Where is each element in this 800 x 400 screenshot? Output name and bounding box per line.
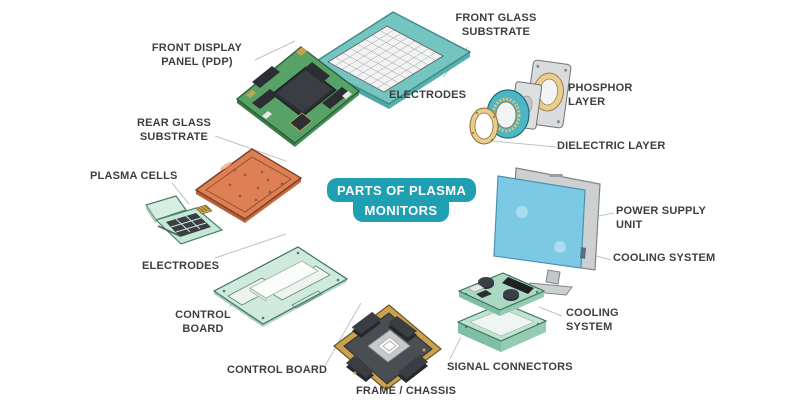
plasma-cells-illustration [145, 195, 224, 245]
cooling-vent [580, 247, 586, 259]
label-plasma-cells: PLASMA CELLS [90, 170, 178, 182]
connector-bar [502, 277, 534, 294]
frame-chassis-illustration [333, 304, 442, 391]
title-line-1: PARTS OF PLASMA [327, 178, 477, 202]
label-frame-chassis: FRAME / CHASSIS [356, 385, 457, 397]
label-electrodes-top: ELECTRODES [389, 89, 467, 101]
monitor-illustration [493, 167, 601, 296]
connector-pins [195, 204, 213, 215]
label-front-glass-substrate: FRONT GLASS SUBSTRATE [455, 12, 537, 39]
label-control-board-left: CONTROL BOARD [175, 309, 231, 336]
rear-glass-substrate-illustration [194, 148, 303, 223]
label-electrodes-left: ELECTRODES [142, 260, 220, 272]
label-dielectric-layer: DIELECTRIC LAYER [557, 140, 666, 152]
label-rear-glass-substrate: REAR GLASS SUBSTRATE [136, 117, 212, 144]
label-phosphor-layer: PHOSPHOR LAYER [568, 82, 633, 109]
label-cooling-system-bottom: COOLING SYSTEM [566, 307, 619, 334]
trace-bar [249, 260, 319, 299]
title-badge: PARTS OF PLASMA MONITORS [327, 178, 477, 222]
cooling-signal-stack-illustration [456, 272, 548, 352]
label-control-board-bottom: CONTROL BOARD [227, 364, 328, 376]
label-power-supply-unit: POWER SUPPLY UNIT [616, 205, 707, 232]
phosphor-dielectric-stack-illustration [469, 59, 572, 145]
label-cooling-system-right: COOLING SYSTEM [613, 252, 716, 264]
monitor-screen [493, 175, 586, 269]
label-signal-connectors: SIGNAL CONNECTORS [447, 361, 573, 373]
front-display-panel-illustration [235, 46, 361, 147]
label-front-display-panel: FRONT DISPLAY PANEL (PDP) [151, 42, 243, 69]
plasma-cell-grid [166, 213, 211, 237]
control-board-illustration [212, 246, 349, 327]
center-chip [377, 336, 401, 356]
